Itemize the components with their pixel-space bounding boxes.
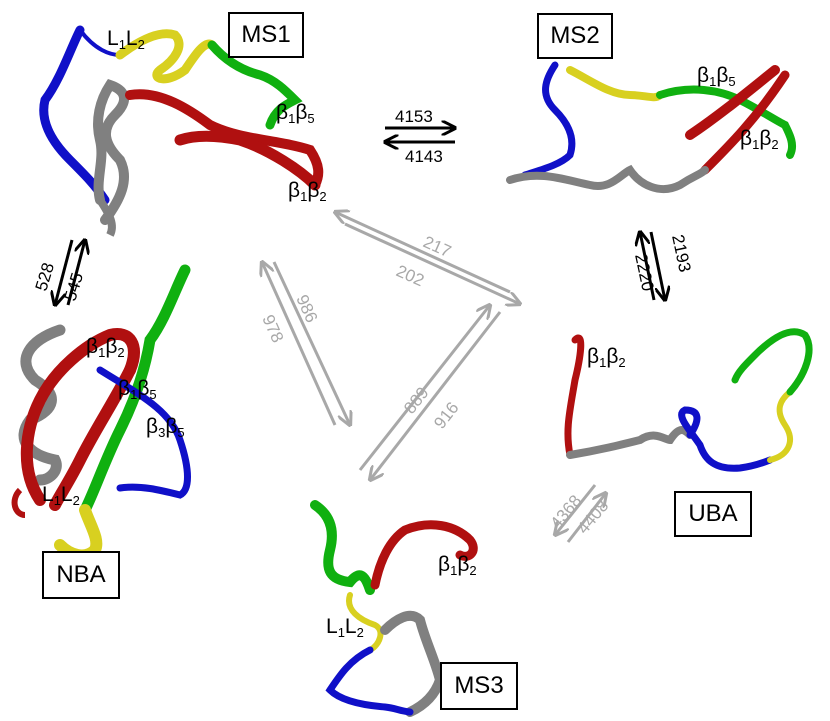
ms1-gray-helix bbox=[93, 79, 129, 225]
ms3-green-strand bbox=[310, 500, 375, 595]
arrow-ms1-to-nba bbox=[55, 239, 74, 305]
count-ms1-nba-b: 545 bbox=[61, 270, 87, 303]
uba-structure bbox=[564, 328, 813, 472]
ms1-b1b5-label: β1β5 bbox=[276, 101, 315, 126]
arrow-ms3-to-uba bbox=[358, 305, 490, 471]
ms2-red-sheet-a bbox=[685, 65, 780, 140]
arrow-uba-to-ms1 bbox=[335, 212, 511, 294]
ms1-b1b2-label: β1β2 bbox=[288, 179, 327, 204]
ms2-blue-loop bbox=[521, 61, 576, 179]
nba-b3b5-label: β3β5 bbox=[146, 415, 185, 440]
count-ms1-nba-a: 528 bbox=[32, 260, 58, 293]
ms3-blue-loop bbox=[325, 646, 414, 716]
ms1-gray-tail bbox=[96, 197, 116, 237]
uba-green-strand bbox=[731, 328, 813, 396]
state-box-ms1: MS1 bbox=[228, 12, 304, 58]
transition-labels: 4153 4143 528 545 2193 2220 217 202 986 … bbox=[32, 107, 695, 538]
arrow-uba-to-ms3 bbox=[370, 311, 502, 480]
ms2-yellow-loop bbox=[566, 66, 664, 102]
arrow-nba-to-ms1 bbox=[66, 240, 85, 306]
state-box-ms2: MS2 bbox=[537, 13, 613, 59]
nba-red-sheet-b bbox=[49, 364, 136, 511]
arrow-uba-to-ms2 bbox=[640, 232, 656, 301]
ms3-l1l2-label: L1L2 bbox=[326, 615, 364, 640]
ms1-blue-strand bbox=[39, 25, 110, 205]
count-ms1-uba-a: 217 bbox=[420, 232, 454, 261]
state-label-ms1: MS1 bbox=[241, 21, 291, 48]
nba-red-sheet-a bbox=[20, 328, 140, 506]
uba-yellow-loop bbox=[767, 389, 793, 463]
count-ms1-ms2-fwd: 4153 bbox=[395, 107, 433, 126]
ms1-green-strand bbox=[207, 40, 303, 130]
arrows bbox=[55, 128, 665, 543]
state-label-ms3: MS3 bbox=[454, 672, 504, 699]
ms1-structure bbox=[39, 25, 324, 237]
ms1-yellow-loop bbox=[115, 29, 217, 84]
ms2-b1b5-label: β1β5 bbox=[697, 64, 736, 89]
ms3-red-loop bbox=[370, 520, 478, 590]
state-label-ms2: MS2 bbox=[550, 22, 600, 49]
arrow-ms2-to-uba bbox=[649, 231, 665, 300]
ms3-gray-loop bbox=[380, 610, 446, 717]
ms2-structure bbox=[506, 61, 797, 193]
arrow-ms3-to-ms1 bbox=[262, 262, 337, 426]
uba-gray-loop bbox=[566, 426, 694, 459]
uba-b1b2-label: β1β2 bbox=[587, 345, 626, 370]
count-ms1-ms3-a: 986 bbox=[292, 292, 321, 326]
ms2-red-sheet-b bbox=[700, 70, 790, 175]
ms1-red-sheet-a bbox=[125, 89, 324, 190]
nba-blue-strand bbox=[96, 366, 191, 499]
nba-b1b5-label: β1β5 bbox=[118, 377, 157, 402]
ms3-structure bbox=[310, 500, 478, 717]
state-box-uba: UBA bbox=[674, 491, 752, 537]
state-label-nba: NBA bbox=[56, 561, 106, 588]
ms2-b1b2-label: β1β2 bbox=[740, 127, 779, 152]
nba-b1b2-label: β1β2 bbox=[86, 335, 125, 360]
uba-blue-loop bbox=[678, 406, 774, 472]
state-label-uba: UBA bbox=[688, 500, 738, 527]
ms2-gray-loop bbox=[506, 164, 709, 193]
state-box-ms3: MS3 bbox=[440, 662, 518, 710]
uba-red-strand bbox=[564, 334, 585, 459]
count-ms3-uba-b: 916 bbox=[430, 398, 462, 432]
count-ms2-ms1-rev: 4143 bbox=[405, 147, 443, 166]
count-ms2-uba-b: 2220 bbox=[631, 252, 657, 293]
nba-l1l2-label: L1L2 bbox=[42, 483, 80, 508]
count-ms2-uba-a: 2193 bbox=[668, 233, 694, 274]
ms3-yellow-loop bbox=[346, 592, 384, 653]
count-ms1-ms3-b: 978 bbox=[258, 312, 287, 346]
nba-red-tail bbox=[11, 487, 26, 518]
arrow-ms1-to-uba bbox=[344, 222, 520, 304]
nba-yellow-loop bbox=[54, 504, 103, 562]
state-box-nba: NBA bbox=[42, 551, 120, 599]
ms1-red-sheet-b bbox=[174, 130, 321, 191]
arrow-ms3-to-uba-lower bbox=[566, 493, 606, 543]
arrow-ms1-to-ms3 bbox=[272, 261, 350, 425]
arrow-uba-to-ms3-lower bbox=[555, 484, 597, 535]
ms3-b1b2-label: β1β2 bbox=[438, 553, 477, 578]
ms1-l1l2-label: L1L2 bbox=[107, 27, 145, 52]
nba-structure bbox=[11, 264, 191, 562]
count-ms1-uba-b: 202 bbox=[393, 261, 427, 290]
